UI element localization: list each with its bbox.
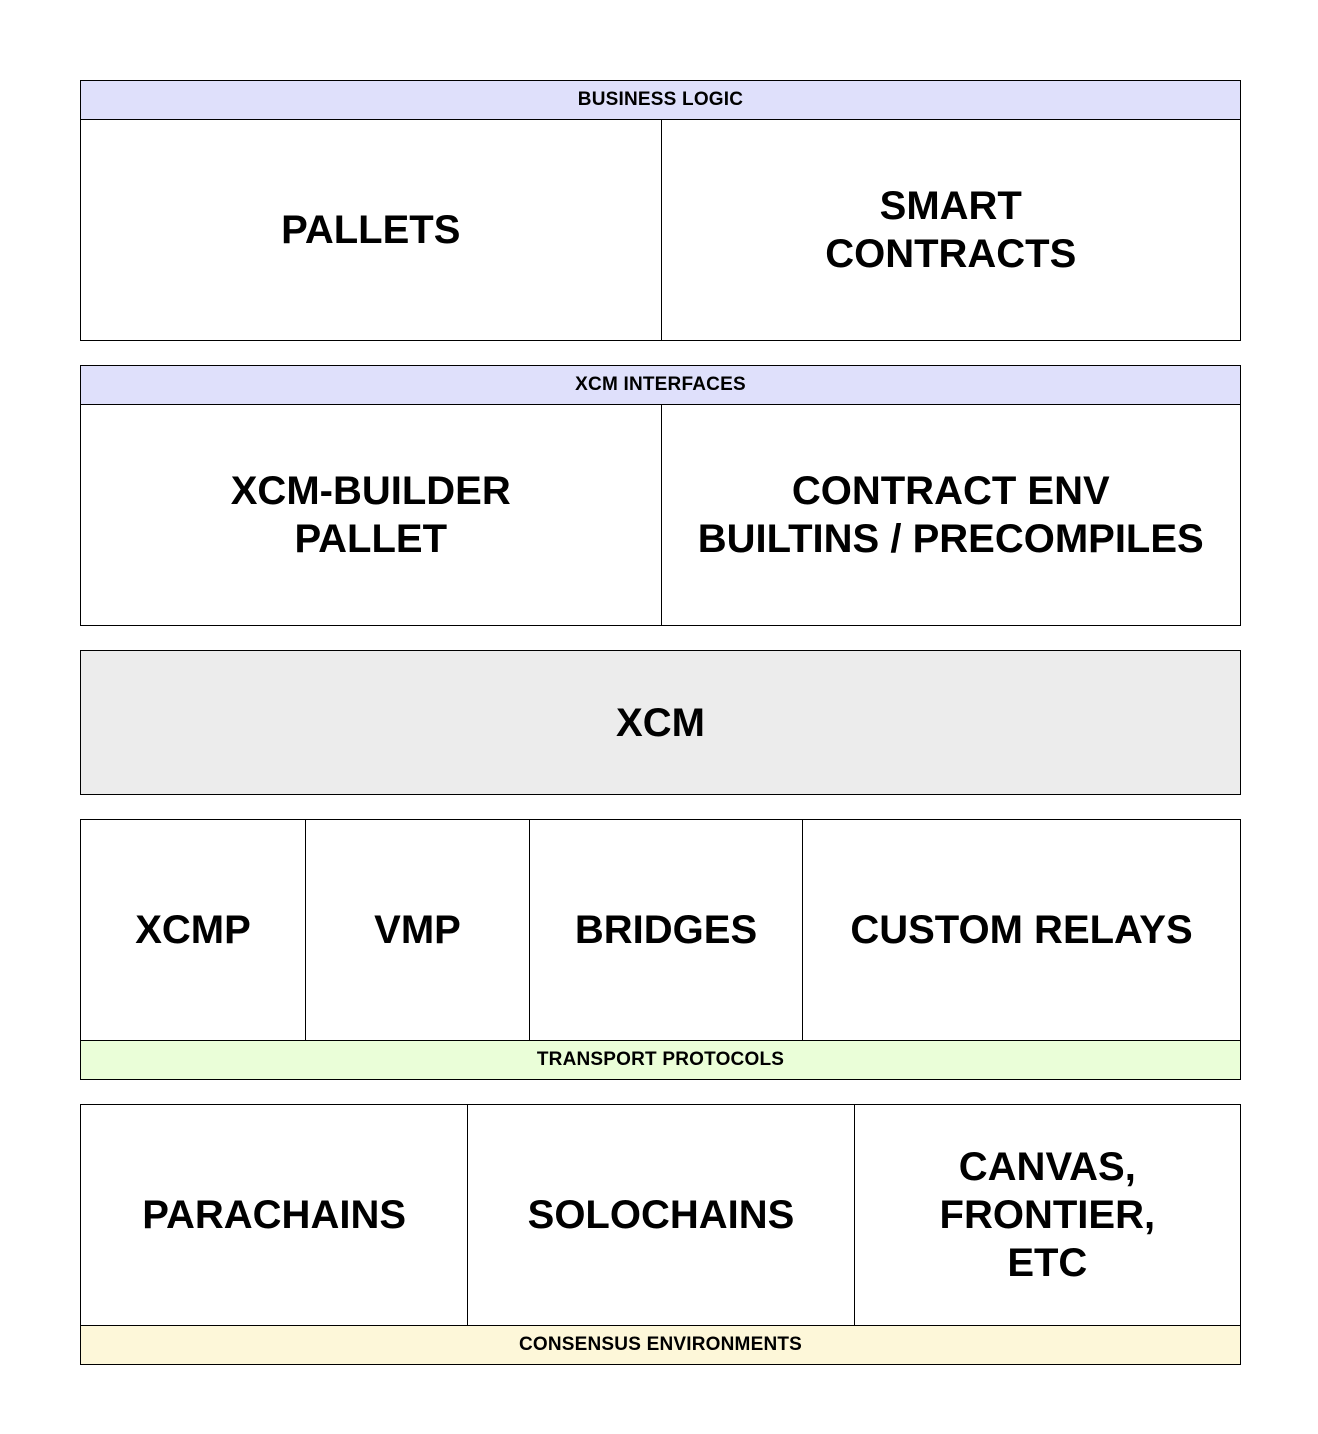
xcm-builder-pallet-box: XCM-BUILDER PALLET [230,469,511,561]
business-logic-row: PALLETS SMART CONTRACTS [81,120,1240,340]
contract-env-builtins-box: CONTRACT ENV BUILTINS / PRECOMPILES [660,405,1241,625]
xcm-row: XCM [81,651,1240,794]
consensus-environments-band: CONSENSUS ENVIRONMENTS [81,1325,1240,1364]
xcm-layer: XCM [80,650,1241,795]
business-logic-band: BUSINESS LOGIC [81,81,1240,120]
xcm-interfaces-layer: XCM INTERFACES XCM-BUILDER PALLET CONTRA… [80,365,1241,626]
bridges-box: BRIDGES [529,820,802,1040]
transport-protocols-layer: XCMP VMP BRIDGES CUSTOM RELAYS TRANSPORT… [80,819,1241,1080]
xcm-interfaces-band: XCM INTERFACES [81,366,1240,405]
custom-relays-box: CUSTOM RELAYS [802,820,1240,1040]
business-logic-layer: BUSINESS LOGIC PALLETS SMART CONTRACTS [80,80,1241,341]
transport-protocols-label: TRANSPORT PROTOCOLS [536,1049,785,1070]
transport-protocols-band: TRANSPORT PROTOCOLS [81,1040,1240,1079]
solochains-box: SOLOCHAINS [467,1105,853,1325]
xcm-interfaces-label: XCM INTERFACES [575,374,746,395]
xcm-interfaces-row: XCM-BUILDER PALLET CONTRACT ENV BUILTINS… [81,405,1240,625]
consensus-environments-row: PARACHAINS SOLOCHAINS CANVAS, FRONTIER, … [81,1105,1240,1325]
consensus-environments-label: CONSENSUS ENVIRONMENTS [518,1334,803,1355]
business-logic-label: BUSINESS LOGIC [577,89,744,110]
pallets-box: PALLETS [281,208,461,252]
transport-protocols-row: XCMP VMP BRIDGES CUSTOM RELAYS [81,820,1240,1040]
xcmp-box: XCMP [135,908,251,952]
vmp-box: VMP [305,820,529,1040]
canvas-frontier-etc-box: CANVAS, FRONTIER, ETC [853,1105,1240,1325]
consensus-environments-layer: PARACHAINS SOLOCHAINS CANVAS, FRONTIER, … [80,1104,1241,1365]
xcm-box: XCM [616,700,705,745]
parachains-box: PARACHAINS [142,1193,407,1237]
smart-contracts-box: SMART CONTRACTS [660,120,1241,340]
